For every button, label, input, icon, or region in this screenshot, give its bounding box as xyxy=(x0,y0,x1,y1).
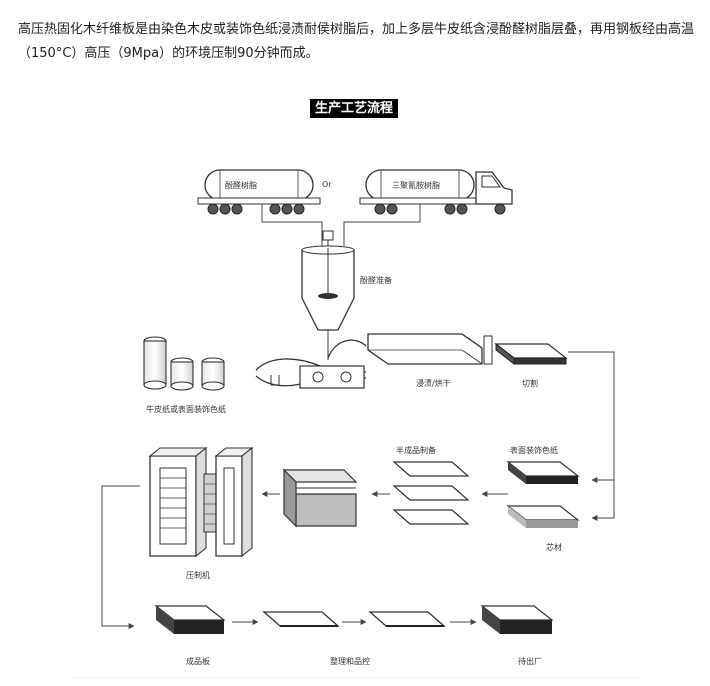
tank-right-label: 三聚氰胺树脂 xyxy=(392,180,440,190)
flow-to-surface-paper xyxy=(568,351,615,483)
trimming-label: 整理和品控 xyxy=(330,656,370,666)
flow-to-core xyxy=(591,480,615,521)
semi-finished-sheets: 半成品制备 xyxy=(392,445,470,525)
pipe-left xyxy=(261,204,323,246)
shipping-stack: 待出厂 xyxy=(480,605,554,666)
core-label: 芯材 xyxy=(546,542,562,552)
cutting-stack: 切割 xyxy=(494,342,568,388)
tank-left-label: 酚醛树脂 xyxy=(225,180,257,190)
surface-paper-label: 表面装饰色纸 xyxy=(510,445,558,455)
resin-tanker-left: 酚醛树脂 xyxy=(197,169,321,215)
resin-tanker-right: 三聚氰胺树脂 xyxy=(359,169,513,215)
finished-board-label: 成品板 xyxy=(186,656,210,666)
semi-finished-label: 半成品制备 xyxy=(396,445,436,455)
trimming-boards: 整理和品控 xyxy=(262,611,446,666)
mixer-label: 酚醛准备 xyxy=(360,275,392,285)
press-label: 压制机 xyxy=(186,570,210,580)
flow-to-finished-board xyxy=(101,485,140,629)
resin-mixer: 酚醛准备 xyxy=(301,230,392,360)
paper-rolls: 牛皮纸或表面装饰色纸 xyxy=(143,336,226,414)
diagram-title: 生产工艺流程 xyxy=(310,99,399,118)
impregnation-label: 浸渍/烘干 xyxy=(416,378,451,388)
paper-rolls-label: 牛皮纸或表面装饰色纸 xyxy=(146,404,226,414)
stacked-assembly xyxy=(282,468,358,528)
impregnation-line: 浸渍/烘干 xyxy=(255,333,493,389)
intro-paragraph: 高压热固化木纤维板是由染色木皮或装饰色纸浸渍耐侯树脂后，加上多层牛皮纸含浸酚醛树… xyxy=(18,22,695,61)
cutting-label: 切割 xyxy=(522,378,538,388)
shipping-label: 待出厂 xyxy=(518,656,542,666)
pipe-right xyxy=(343,204,421,246)
or-label: Or xyxy=(322,180,332,189)
press-machine: 压制机 xyxy=(148,446,254,580)
core-stack: 芯材 xyxy=(506,505,580,552)
finished-board: 成品板 xyxy=(154,605,226,666)
surface-paper-stack: 表面装饰色纸 xyxy=(506,445,580,484)
